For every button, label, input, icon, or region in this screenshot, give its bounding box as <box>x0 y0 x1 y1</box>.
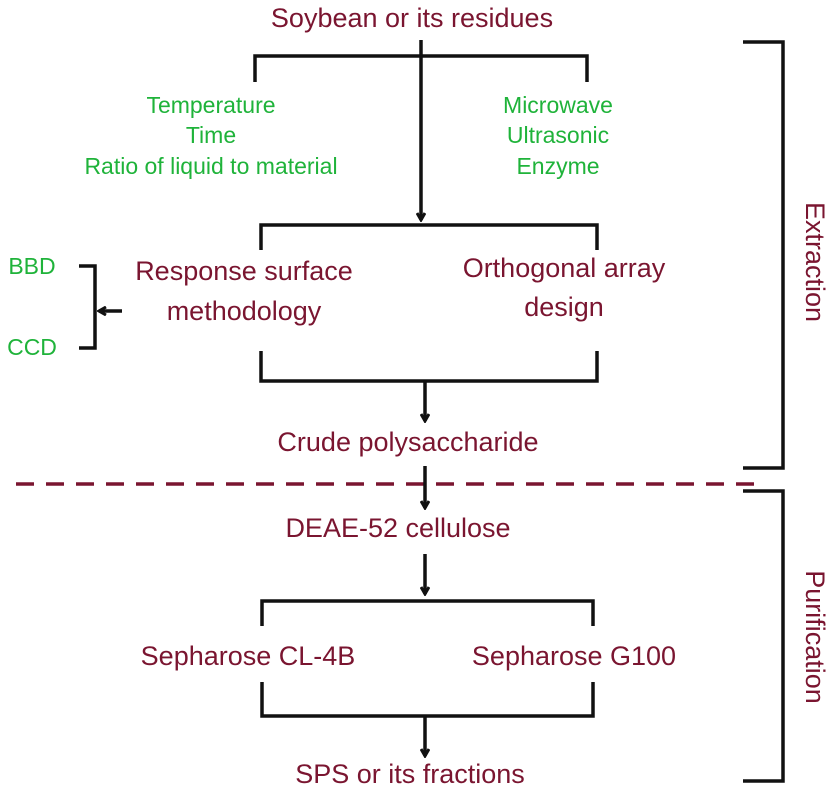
method-rsm-line2: methodology <box>167 296 322 326</box>
purification-stage-bracket <box>743 489 785 783</box>
sps-fractions-label: SPS or its fractions <box>295 759 525 789</box>
crude-polysaccharide-label: Crude polysaccharide <box>277 427 538 457</box>
factor-temperature: Temperature <box>146 92 275 118</box>
extraction-stage-bracket <box>743 40 785 470</box>
method-orthogonal-line1: Orthogonal array <box>463 253 666 283</box>
method-rsm-line1: Response surface <box>135 256 353 286</box>
factor-microwave: Microwave <box>503 92 613 118</box>
design-bbd: BBD <box>8 253 55 279</box>
columns-bottom-bracket <box>260 682 595 718</box>
methods-top-bracket <box>259 223 599 250</box>
stage-extraction-label: Extraction <box>800 202 827 322</box>
method-orthogonal-line2: design <box>524 292 604 322</box>
design-options-bracket <box>79 264 97 350</box>
stage-purification-label: Purification <box>800 570 827 704</box>
methods-bottom-bracket <box>259 351 599 383</box>
factor-ultrasonic: Ultrasonic <box>507 122 609 148</box>
sepharose-g100-label: Sepharose G100 <box>472 641 676 671</box>
factor-ratio: Ratio of liquid to material <box>84 153 337 179</box>
design-ccd: CCD <box>7 334 57 360</box>
source-label: Soybean or its residues <box>271 3 553 33</box>
factor-enzyme: Enzyme <box>516 153 599 179</box>
columns-top-bracket <box>260 599 595 626</box>
factor-time: Time <box>186 122 236 148</box>
sepharose-cl4b-label: Sepharose CL-4B <box>141 641 356 671</box>
deae-cellulose-label: DEAE-52 cellulose <box>285 513 510 543</box>
